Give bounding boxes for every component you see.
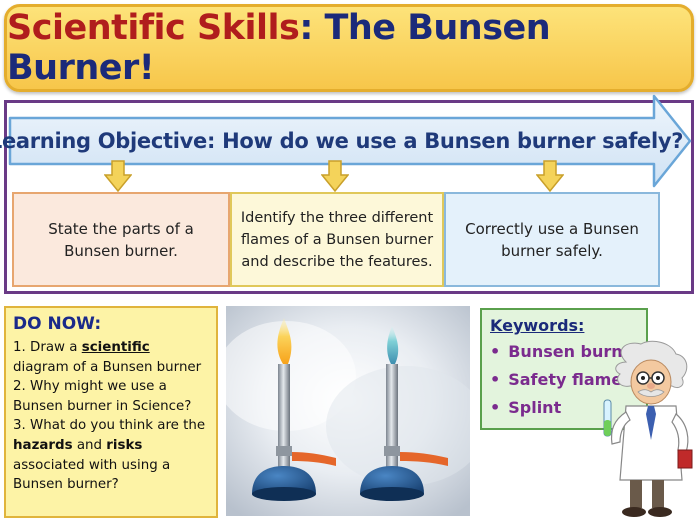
objective-box-2: Identify the three different flames of a… [230, 192, 444, 287]
title-colon: : [299, 8, 313, 48]
do-now-question-2: 2. Why might we use a Bunsen burner in S… [13, 379, 192, 414]
bunsen-burner-blue-flame [360, 326, 448, 501]
objective-box-3: Correctly use a Bunsen burner safely. [444, 192, 660, 287]
do-now-title: DO NOW: [13, 314, 102, 334]
keywords-box: Keywords: •Bunsen burner •Safety flame •… [480, 308, 648, 430]
bunsen-burner-yellow-flame [252, 318, 336, 501]
keyword-item: •Splint [490, 398, 562, 417]
objective-text-2: Identify the three different flames of a… [240, 209, 434, 270]
q1-prefix: 1. Draw a [13, 340, 82, 355]
do-now-questions: 1. Draw a scientific diagram of a Bunsen… [13, 338, 209, 495]
down-arrow-icon [104, 160, 132, 192]
objective-text-3: Correctly use a Bunsen burner safely. [465, 219, 639, 260]
page-title: Scientific Skills: The Bunsen Burner! [7, 8, 691, 88]
q3-bold-risks: risks [106, 437, 143, 453]
down-arrow-icon [536, 160, 564, 192]
keyword-text: Safety flame [508, 370, 623, 389]
do-now-question-1: 1. Draw a scientific diagram of a Bunsen… [13, 338, 209, 377]
title-banner: Scientific Skills: The Bunsen Burner! [4, 4, 694, 92]
title-part-blue: The Bunsen Burner! [7, 8, 551, 88]
do-now-question-3: 3. What do you think are the hazards and… [13, 416, 209, 494]
learning-objective-text: Learning Objective: How do we use a Buns… [0, 129, 684, 153]
q3-suffix: associated with using a Bunsen burner? [13, 457, 171, 493]
q3-bold-hazards: hazards [13, 437, 73, 453]
objective-text-1: State the parts of a Bunsen burner. [48, 219, 194, 260]
keyword-text: Splint [508, 398, 562, 417]
objective-box-1: State the parts of a Bunsen burner. [12, 192, 230, 287]
keywords-title: Keywords: [490, 316, 585, 335]
keyword-text: Bunsen burner [508, 342, 642, 361]
title-part-red: Scientific Skills [7, 8, 300, 48]
down-arrow-icon [321, 160, 349, 192]
q3-prefix: 3. What do you think are the [13, 418, 206, 434]
scientist-cartoon-icon [603, 340, 693, 517]
q3-mid: and [72, 437, 107, 453]
keyword-item: •Safety flame [490, 370, 623, 389]
q1-bold: scientific [81, 340, 150, 355]
keyword-item: •Bunsen burner [490, 342, 642, 361]
q1-suffix: diagram of a Bunsen burner [13, 359, 202, 375]
do-now-box: DO NOW: 1. Draw a scientific diagram of … [4, 306, 218, 518]
bunsen-burners-image [226, 306, 470, 516]
